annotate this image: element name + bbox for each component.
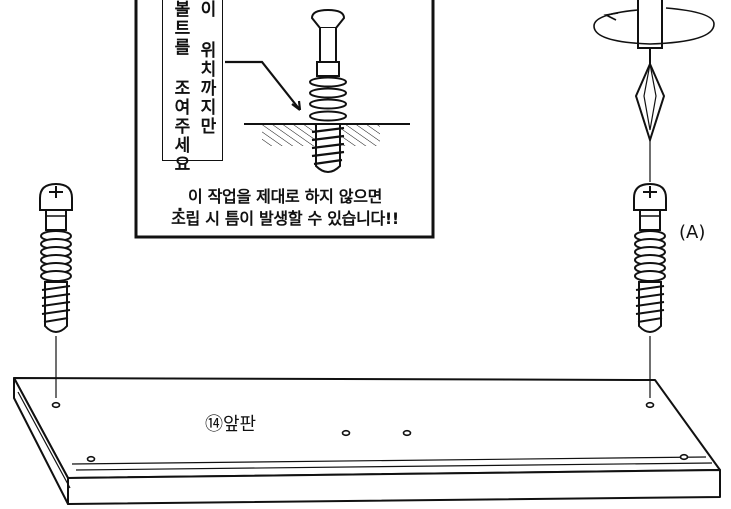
warning-line-2: 조립 시 틈이 발생할 수 있습니다!! [171,209,399,228]
vertical-text-left-content: 볼트를 조여주세요 . [170,0,190,218]
part-label: ⑭앞판 [205,414,257,435]
panel-holes [51,401,689,463]
rotation-arrow [593,7,715,45]
front-panel [13,377,721,505]
bolt-label: (A) [679,222,706,243]
detail-bolt [309,8,347,173]
right-bolt [633,182,667,398]
vertical-text-right: 이 위치까지만 [195,0,217,136]
left-bolt [39,182,73,398]
callout-pointer [225,60,302,111]
vertical-text-right-content: 이 위치까지만 [196,0,216,136]
warning-line-1: 이 작업을 제대로 하지 않으면 [187,187,383,206]
warning-text: 이 작업을 제대로 하지 않으면 조립 시 틈이 발생할 수 있습니다!! [140,186,430,230]
vertical-instruction-label: 볼트를 조여주세요 . 이 위치까지만 [162,0,223,218]
vertical-text-left: 볼트를 조여주세요 . [169,0,191,218]
screwdriver [634,0,666,182]
